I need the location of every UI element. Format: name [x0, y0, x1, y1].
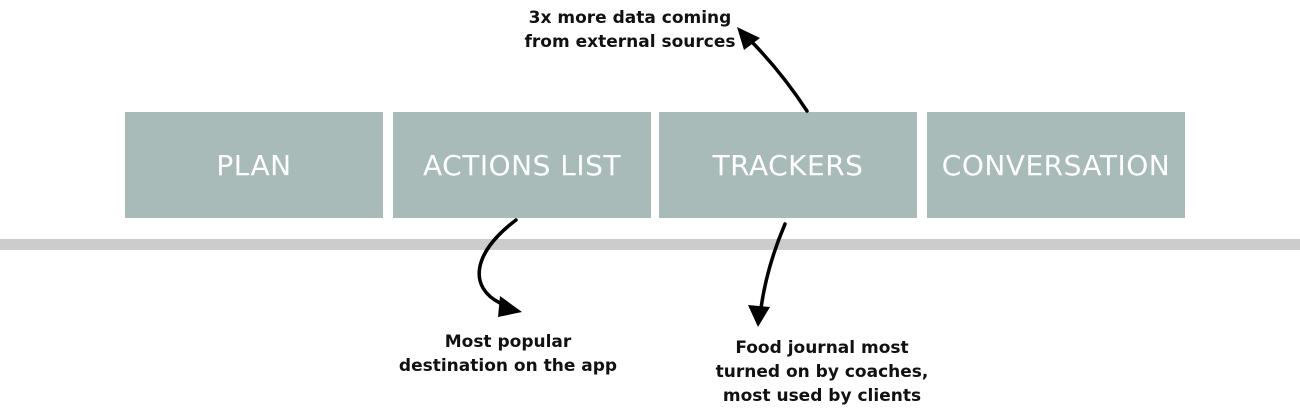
annotation-external-data: 3x more data coming from external source…: [520, 6, 740, 54]
arrow-down-icon: [748, 222, 787, 327]
section-trackers-label: TRACKERS: [712, 148, 864, 182]
annotation-line: Food journal most: [735, 338, 909, 358]
section-trackers[interactable]: TRACKERS: [659, 112, 917, 218]
annotation-actions-list: Most popular destination on the app: [398, 330, 618, 378]
annotation-line: from external sources: [524, 32, 736, 52]
annotation-line: Most popular: [444, 332, 572, 352]
section-conversation-label: CONVERSATION: [941, 148, 1171, 182]
annotation-line: most used by clients: [722, 386, 922, 406]
section-plan-label: PLAN: [216, 148, 292, 182]
divider-bar: [0, 239, 1300, 250]
arrow-up-icon: [737, 27, 809, 113]
annotation-trackers: Food journal most turned on by coaches, …: [712, 336, 932, 408]
section-actions-list-label: ACTIONS LIST: [423, 148, 621, 182]
annotation-line: 3x more data coming: [528, 8, 732, 28]
section-conversation[interactable]: CONVERSATION: [927, 112, 1185, 218]
section-actions-list[interactable]: ACTIONS LIST: [393, 112, 651, 218]
section-plan[interactable]: PLAN: [125, 112, 383, 218]
arrow-curve-down-icon: [477, 218, 522, 317]
annotation-line: destination on the app: [398, 356, 618, 376]
annotation-line: turned on by coaches,: [715, 362, 929, 382]
